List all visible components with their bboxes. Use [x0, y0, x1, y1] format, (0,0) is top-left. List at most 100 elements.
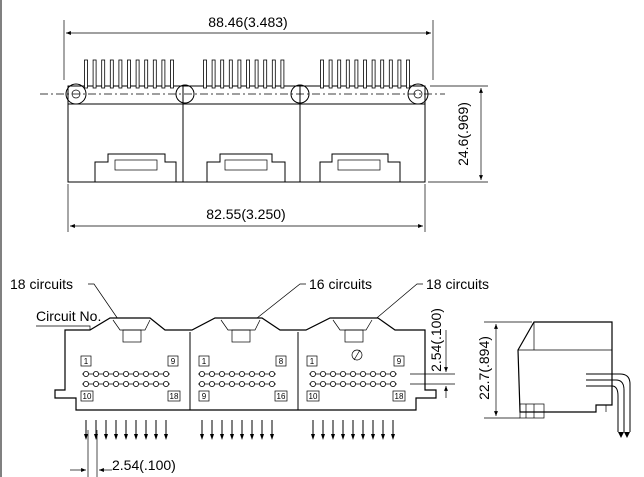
contact — [152, 380, 159, 387]
top-pin — [144, 59, 149, 89]
top-view: 88.46(3.483) — [40, 14, 488, 232]
contact — [218, 380, 225, 387]
block-1-numbers: 1 9 10 18 — [80, 355, 181, 402]
contact — [93, 380, 100, 387]
block-3-first-bottom: 10 — [309, 392, 318, 401]
contact — [113, 380, 120, 387]
contact — [103, 380, 110, 387]
contact — [198, 370, 205, 377]
block-1-first-bottom: 10 — [83, 392, 92, 401]
top-pin — [127, 59, 131, 89]
block-3-last-top: 9 — [397, 357, 402, 366]
contact — [248, 380, 255, 387]
middle-circuits-label: 16 circuits — [309, 276, 372, 292]
top-pin — [246, 59, 250, 89]
contact — [389, 370, 396, 377]
top-pin — [363, 59, 367, 89]
contact — [329, 370, 336, 377]
right-circuits-label: 18 circuits — [426, 276, 489, 292]
contact — [349, 380, 356, 387]
contact — [208, 370, 215, 377]
top-pin — [328, 59, 333, 89]
contact — [132, 380, 139, 387]
top-pin — [220, 59, 225, 89]
contact — [123, 380, 130, 387]
block-3-first-top: 1 — [310, 357, 315, 366]
connector-body-side — [517, 321, 613, 413]
contact — [379, 370, 386, 377]
contact — [238, 370, 245, 377]
top-pin — [152, 59, 157, 89]
top-pin — [237, 59, 242, 89]
contact — [152, 370, 159, 377]
top-pin — [161, 59, 166, 89]
left-circuits-label: 18 circuits — [10, 276, 73, 292]
contact — [339, 380, 346, 387]
top-pin — [92, 59, 97, 89]
block-2-first-top: 1 — [202, 357, 207, 366]
inner-width-dimension: 82.55(3.250) — [206, 206, 285, 222]
top-pin — [263, 59, 268, 89]
front-view-contacts — [82, 370, 397, 440]
contact — [218, 370, 225, 377]
block-3-last-bottom: 18 — [395, 392, 404, 401]
contact — [258, 370, 265, 377]
contact — [83, 370, 90, 377]
contact — [208, 380, 215, 387]
contact — [309, 370, 316, 377]
top-pin — [320, 59, 324, 89]
top-pin — [337, 59, 342, 89]
top-pin — [118, 59, 123, 89]
top-pin — [388, 59, 393, 89]
overall-width-dimension: 88.46(3.483) — [208, 14, 287, 30]
height-dimension: 24.6(.969) — [455, 102, 471, 166]
contact — [389, 380, 396, 387]
connector-body-front — [54, 317, 437, 411]
contact — [248, 370, 255, 377]
block-2-last-top: 8 — [279, 357, 284, 366]
housing-3 — [319, 153, 401, 182]
top-pin — [380, 59, 385, 89]
contact — [228, 380, 235, 387]
block-1-last-bottom: 18 — [170, 392, 179, 401]
top-pin — [354, 59, 359, 89]
top-pin — [228, 59, 233, 89]
block-2-numbers: 1 8 9 16 — [198, 355, 288, 402]
contact — [142, 380, 149, 387]
contact — [268, 370, 275, 377]
housing-1 — [94, 153, 177, 182]
contact — [339, 370, 346, 377]
housing-2 — [206, 153, 286, 182]
top-pin — [109, 59, 114, 89]
block-3-numbers: 1 9 10 18 — [306, 355, 406, 402]
contact — [162, 380, 169, 387]
contact — [359, 380, 366, 387]
contact — [319, 370, 326, 377]
top-pin — [406, 59, 410, 89]
block-1-first-top: 1 — [84, 357, 89, 366]
top-pin — [371, 59, 376, 89]
contact — [309, 380, 316, 387]
top-pin — [345, 59, 350, 89]
top-pin — [84, 59, 88, 89]
pin-pitch-dimension: 2.54(.100) — [112, 457, 176, 473]
contact — [228, 370, 235, 377]
contact — [268, 380, 275, 387]
side-height-dimension: 22.7(.894) — [476, 336, 492, 400]
front-view: 18 circuits 16 circuits 18 circuits Circ… — [10, 276, 489, 477]
contact — [123, 370, 130, 377]
contact — [162, 370, 169, 377]
contact — [369, 380, 376, 387]
contact — [113, 370, 120, 377]
top-pin — [101, 59, 106, 89]
row-pitch-dimension: 2.54(.100) — [428, 308, 444, 372]
contact — [258, 380, 265, 387]
block-2-first-bottom: 9 — [202, 392, 207, 401]
contact — [369, 370, 376, 377]
block-2-last-bottom: 16 — [277, 392, 286, 401]
contact — [319, 380, 326, 387]
side-view: 22.7(.894) — [476, 321, 631, 438]
contact — [132, 370, 139, 377]
top-pin — [271, 59, 276, 89]
